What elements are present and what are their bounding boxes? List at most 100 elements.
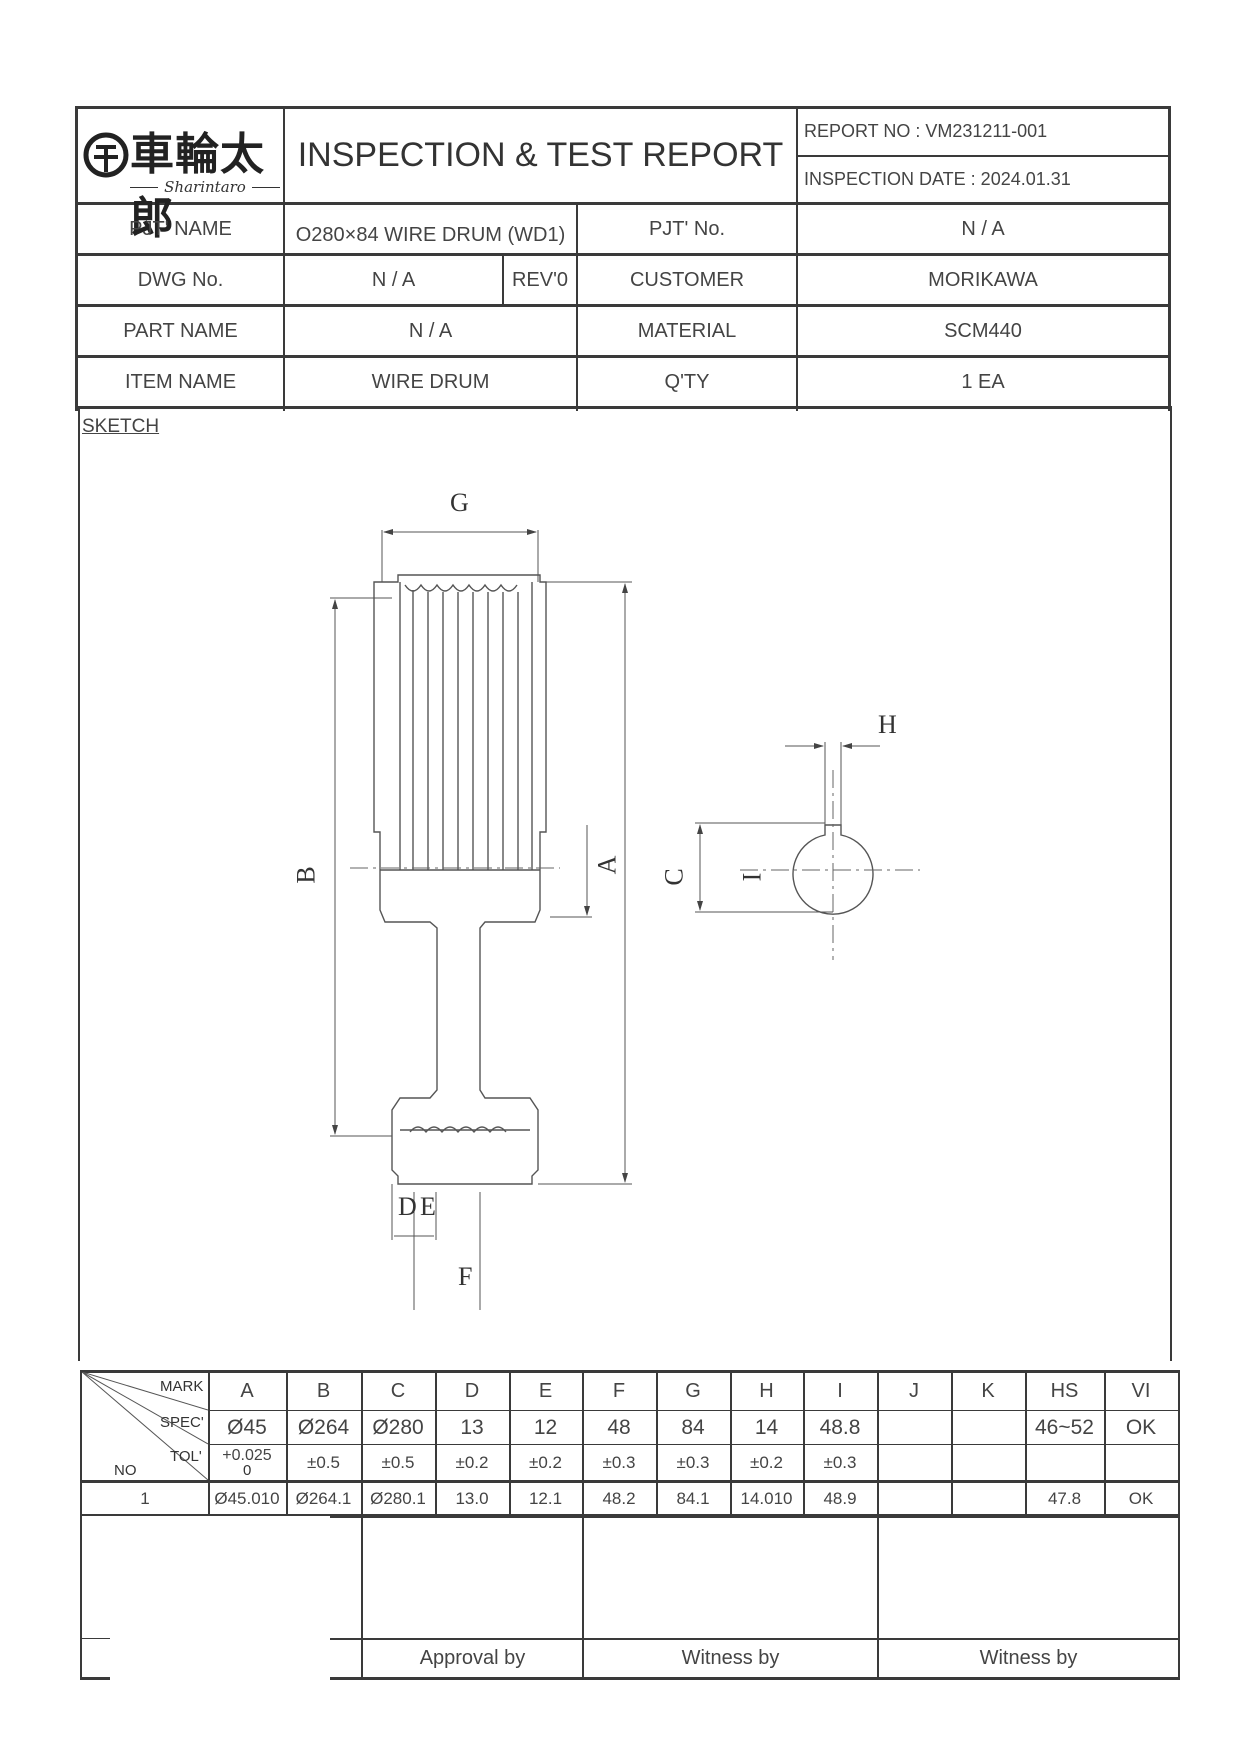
table-col-line	[208, 1370, 210, 1516]
tol-cell: ±0.3	[676, 1452, 710, 1472]
mark-header: J	[909, 1379, 919, 1402]
dim-label-g: G	[450, 488, 469, 517]
pjt-name-value: O280×84 WIRE DRUM (WD1)	[295, 224, 566, 246]
sketch-label: SKETCH	[82, 416, 160, 437]
spec-cell: 12	[533, 1415, 558, 1439]
spec-cell: Ø45	[227, 1415, 267, 1439]
mark-header: C	[390, 1379, 406, 1402]
customer-label: CUSTOMER	[629, 268, 745, 291]
table-col-line	[435, 1370, 437, 1516]
tol-cell: ±0.2	[750, 1452, 783, 1472]
dim-label-h: H	[878, 710, 897, 739]
pjt-no-value: N / A	[961, 217, 1005, 240]
mark-header: I	[837, 1379, 843, 1402]
material-value: SCM440	[944, 319, 1022, 342]
corner-spec-label: SPEC'	[160, 1414, 204, 1431]
dwg-no-label: DWG No.	[137, 268, 224, 291]
company-sub: Sharintaro	[164, 178, 246, 196]
tol-cell	[1025, 1445, 1104, 1480]
table-col-line	[951, 1370, 953, 1516]
customer-value: MORIKAWA	[928, 268, 1038, 291]
spec-cell: OK	[1125, 1415, 1157, 1439]
approval-by: Approval by	[419, 1647, 526, 1669]
mark-header: K	[981, 1379, 995, 1402]
tol-cell: ±0.5	[307, 1452, 340, 1472]
dim-label-c: C	[659, 868, 689, 886]
company-name: 車輪太郎	[130, 129, 265, 244]
mark-header: B	[316, 1379, 331, 1402]
company-logo: 車輪太郎 Sharintaro	[80, 114, 280, 244]
mark-header: F	[612, 1379, 626, 1402]
spec-cell: 48	[607, 1415, 631, 1439]
table-col-line	[509, 1370, 511, 1516]
table-col-line	[877, 1370, 879, 1516]
inspection-date: INSPECTION DATE : 2024.01.31	[804, 169, 1071, 189]
logo-mark-icon	[83, 132, 129, 178]
tol-cell	[951, 1445, 1025, 1480]
tol-cell	[1104, 1445, 1178, 1480]
tol-cell: ±0.3	[602, 1452, 636, 1472]
rev-value: REV'0	[511, 268, 569, 291]
spec-cell: 84	[681, 1415, 705, 1439]
dim-label-d: D	[398, 1192, 417, 1221]
tol-cell: ±0.3	[823, 1452, 857, 1472]
measured-cell: 47.8	[1047, 1488, 1082, 1508]
dim-label-e: E	[420, 1192, 436, 1221]
report-no: REPORT NO : VM231211-001	[804, 121, 1048, 141]
tol-cell: ±0.5	[381, 1452, 415, 1472]
spec-cell: Ø264	[297, 1415, 350, 1439]
dim-label-f: F	[458, 1262, 473, 1291]
dim-label-a: A	[592, 855, 622, 875]
mark-header: A	[240, 1379, 254, 1402]
pjt-name-label: PJT' NAME	[129, 217, 232, 240]
measured-cell: OK	[1128, 1488, 1154, 1508]
item-name-label: ITEM NAME	[124, 370, 237, 393]
measured-cell: 13.0	[455, 1488, 489, 1508]
table-col-line	[803, 1370, 805, 1516]
spec-cell	[877, 1411, 951, 1444]
measured-cell: Ø264.1	[295, 1488, 352, 1508]
table-col-line	[1025, 1370, 1027, 1516]
measured-cell: 12.1	[528, 1488, 563, 1508]
pjt-no-label: PJT' No.	[648, 217, 726, 240]
dim-label-b: B	[291, 866, 321, 884]
table-col-line	[1104, 1370, 1106, 1516]
mark-header: H	[759, 1379, 774, 1402]
measured-cell	[951, 1483, 1025, 1514]
measured-cell: Ø280.1	[370, 1488, 426, 1508]
measured-cell: 48.2	[602, 1488, 636, 1508]
tol-cell	[877, 1445, 951, 1480]
table-col-line	[361, 1370, 363, 1516]
dim-label-i: I	[737, 872, 767, 882]
spec-cell: Ø280	[372, 1415, 424, 1439]
corner-mark-label: MARK	[160, 1378, 204, 1395]
corner-no-label: NO	[114, 1462, 137, 1479]
measured-cell	[877, 1483, 951, 1514]
measured-cell: 14.010	[740, 1488, 793, 1508]
part-name-label: PART NAME	[123, 319, 238, 342]
table-col-line	[286, 1370, 288, 1516]
mark-header: HS	[1050, 1379, 1079, 1402]
table-col-line	[656, 1370, 658, 1516]
dwg-no-value: N / A	[371, 268, 416, 291]
qty-value: 1 EA	[961, 370, 1005, 393]
tol-a-lower: 0	[243, 1462, 252, 1479]
spec-cell: 14	[754, 1415, 779, 1439]
spec-cell: 46~52	[1035, 1415, 1094, 1439]
sketch-drawing	[330, 529, 920, 1310]
tol-cell: ±0.2	[529, 1452, 562, 1472]
table-col-line	[730, 1370, 732, 1516]
mark-header: E	[538, 1379, 553, 1402]
table-col-line	[1178, 1370, 1180, 1516]
report-title: INSPECTION & TEST REPORT	[297, 135, 784, 174]
measured-cell: Ø45.010	[214, 1488, 280, 1508]
material-label: MATERIAL	[637, 319, 737, 342]
spec-cell	[951, 1411, 1025, 1444]
witness-by-1: Witness by	[681, 1647, 780, 1669]
mark-header: VI	[1131, 1379, 1151, 1402]
measured-cell: 48.9	[823, 1488, 857, 1508]
item-name-value: WIRE DRUM	[371, 370, 490, 393]
spec-cell: 13	[460, 1415, 484, 1439]
tol-cell: +0.025	[222, 1447, 272, 1464]
spec-cell: 48.8	[819, 1415, 861, 1439]
